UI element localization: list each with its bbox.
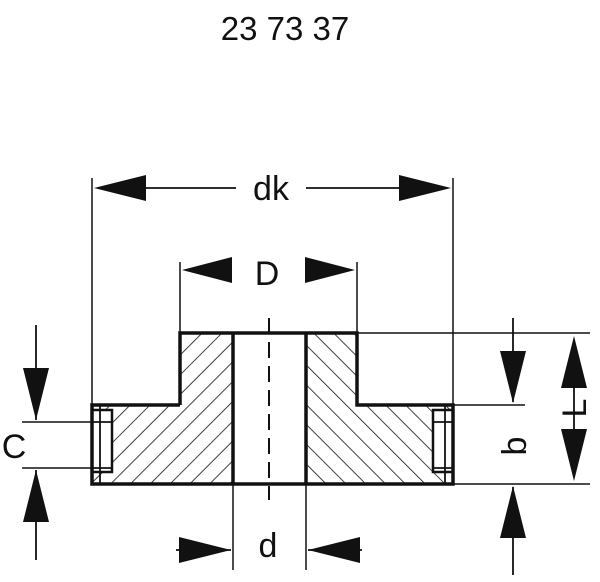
C-label: C	[2, 428, 27, 466]
arrowhead	[561, 336, 587, 388]
arrowhead	[23, 368, 49, 420]
b-label: b	[496, 437, 534, 456]
d-label: d	[259, 527, 278, 565]
tooth-detail-lines	[92, 405, 453, 484]
arrowhead	[182, 257, 232, 283]
arrowhead	[399, 175, 451, 201]
dk-label: dk	[253, 170, 290, 208]
arrowhead	[308, 537, 360, 563]
D-label: D	[255, 255, 280, 293]
b-dimension: b	[496, 318, 534, 575]
arrowhead	[179, 537, 231, 563]
d-dimension: d	[176, 527, 362, 565]
arrowhead	[500, 351, 526, 403]
extension-lines	[22, 178, 590, 570]
arrowhead	[305, 257, 355, 283]
arrowhead	[500, 486, 526, 538]
arrowhead	[94, 175, 146, 201]
C-dimension: C	[2, 325, 49, 560]
D-dimension: D	[182, 255, 355, 293]
arrowhead	[23, 470, 49, 522]
part-number: 23 73 37	[221, 10, 349, 47]
L-label: L	[556, 399, 594, 418]
arrowhead	[561, 429, 587, 481]
dk-dimension: dk	[94, 170, 451, 208]
L-dimension: L	[556, 336, 594, 481]
